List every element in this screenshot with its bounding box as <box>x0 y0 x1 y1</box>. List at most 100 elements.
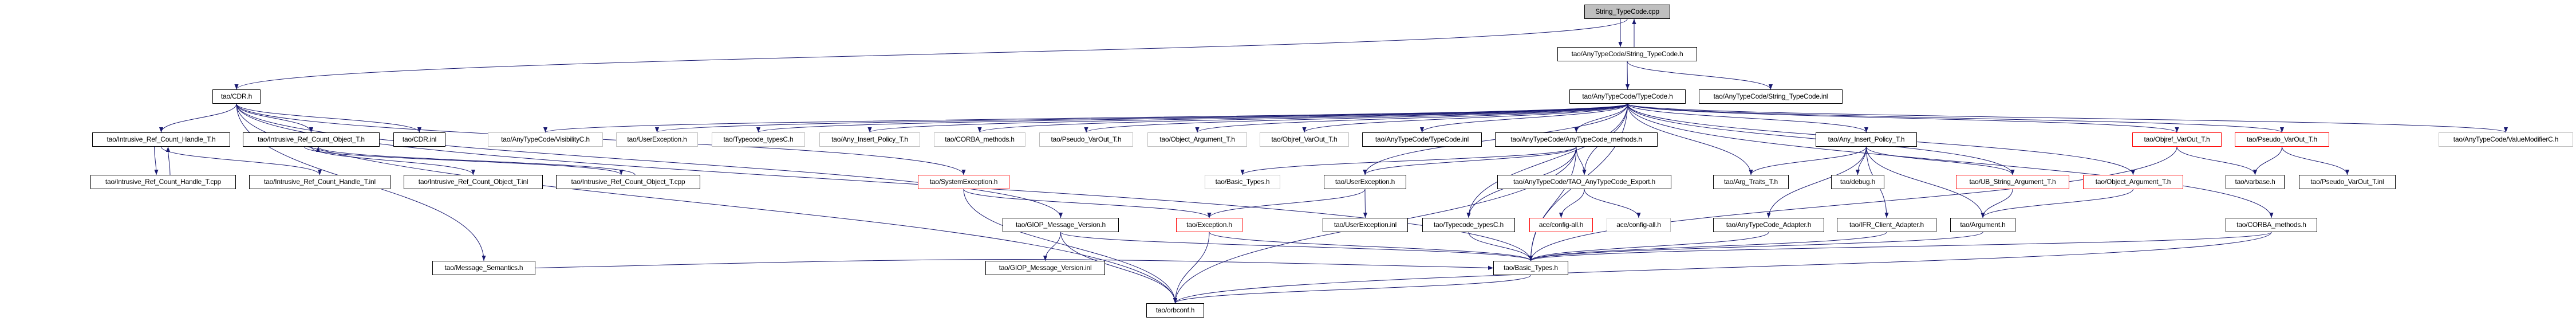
file-node-tao-anytypecode-visibilityc-h: tao/AnyTypeCode/VisibilityC.h <box>488 132 603 147</box>
file-node-tao-intrusive-ref-count-handle-t-cpp[interactable]: tao/Intrusive_Ref_Count_Handle_T.cpp <box>90 175 236 189</box>
file-node-tao-ifr-client-adapter-h[interactable]: tao/IFR_Client_Adapter.h <box>1837 218 1936 232</box>
file-node-tao-debug-h[interactable]: tao/debug.h <box>1831 175 1884 189</box>
root-file-node: String_TypeCode.cpp <box>1584 5 1670 19</box>
file-node-tao-any-insert-policy-t-h: tao/Any_Insert_Policy_T.h <box>819 132 920 147</box>
file-node-tao-cdr-h[interactable]: tao/CDR.h <box>212 89 261 104</box>
file-node-tao-giop-message-version-h[interactable]: tao/GIOP_Message_Version.h <box>1003 218 1119 232</box>
edge-stc_h-to-tc_h <box>1625 61 1630 90</box>
edge-tct-to-bt <box>1468 232 1533 261</box>
edge-ifr-to-bt <box>1529 232 1887 261</box>
file-node-tao-anytypecode-valuemodifierc-h: tao/AnyTypeCode/ValueModifierC.h <box>2439 132 2573 147</box>
edge-ue-to-exc <box>1207 189 1366 218</box>
file-node-tao-intrusive-ref-count-handle-t-h[interactable]: tao/Intrusive_Ref_Count_Handle_T.h <box>92 132 230 147</box>
file-node-tao-anytypecode-typecode-inl[interactable]: tao/AnyTypeCode/TypeCode.inl <box>1362 132 1482 147</box>
edge-atm-to-bt_g <box>1240 146 1577 175</box>
file-node-tao-any-insert-policy-t-h[interactable]: tao/Any_Insert_Policy_T.h <box>1816 132 1917 147</box>
file-node-tao-pseudo-varout-t-inl[interactable]: tao/Pseudo_VarOut_T.inl <box>2299 175 2396 189</box>
edge-aip-to-dbg <box>1855 146 1867 175</box>
edge-giop-to-giop_inl <box>1043 232 1061 261</box>
edge-tc_h-to-cm <box>1627 103 2274 218</box>
edge-cm-to-bt <box>1529 232 2272 261</box>
edge-cm-to-oc <box>1173 232 2272 304</box>
edge-atm-to-ue <box>1363 146 1577 175</box>
edge-pvo_r-to-vb <box>2252 146 2282 175</box>
edge-exp-to-cfg_g <box>1584 189 1641 218</box>
edge-tc_h-to-tc_inl <box>1420 103 1628 133</box>
file-node-tao-argument-h[interactable]: tao/Argument.h <box>1950 218 2015 232</box>
file-node-tao-corba-methods-h[interactable]: tao/CORBA_methods.h <box>2226 218 2317 232</box>
file-node-tao-objref-varout-t-h[interactable]: tao/Objref_VarOut_T.h <box>2132 132 2222 147</box>
file-node-ace-config-all-h: ace/config-all.h <box>1607 218 1671 232</box>
file-node-tao-systemexception-h[interactable]: tao/SystemException.h <box>918 175 1009 189</box>
file-node-ace-config-all-h[interactable]: ace/config-all.h <box>1529 218 1593 232</box>
file-node-tao-corba-methods-h: tao/CORBA_methods.h <box>934 132 1025 147</box>
edge-stc_h-to-stc_inl <box>1627 61 1773 90</box>
edge-irch_h-to-irch_cpp <box>154 146 159 175</box>
edge-ovo_r-to-vb <box>2176 146 2258 175</box>
edge-cdr_h-to-cdr_inl <box>236 103 421 133</box>
edge-exc-to-oc <box>1173 232 1210 304</box>
file-node-tao-giop-message-version-inl[interactable]: tao/GIOP_Message_Version.inl <box>985 261 1105 275</box>
edge-tc_h-to-pvo_r <box>1627 103 2284 133</box>
file-node-tao-anytypecode-string-typecode-inl[interactable]: tao/AnyTypeCode/String_TypeCode.inl <box>1699 89 1843 104</box>
file-node-tao-anytypecode-tao-anytypecode-export-h[interactable]: tao/AnyTypeCode/TAO_AnyTypeCode_Export.h <box>1497 175 1671 189</box>
edge-giop-to-bt <box>1060 232 1533 261</box>
edge-tc_h-to-vm <box>1627 103 2508 133</box>
file-node-tao-anytypecode-adapter-h[interactable]: tao/AnyTypeCode_Adapter.h <box>1713 218 1824 232</box>
edge-irco_h-to-irco_inl <box>311 146 475 175</box>
file-node-tao-pseudo-varout-t-h[interactable]: tao/Pseudo_VarOut_T.h <box>2235 132 2329 147</box>
edge-atm-to-bt <box>1528 146 1577 261</box>
file-node-tao-anytypecode-typecode-h[interactable]: tao/AnyTypeCode/TypeCode.h <box>1569 89 1686 104</box>
edge-tc_h-to-aip_g <box>867 103 1628 133</box>
edge-tc_h-to-oa_g <box>1195 103 1628 133</box>
edge-tc_h-to-ovo_g <box>1302 103 1628 133</box>
edge-aip-to-arg <box>1866 146 1985 218</box>
edge-giop-to-oc <box>1060 232 1178 304</box>
file-node-tao-ub-string-argument-t-h[interactable]: tao/UB_String_Argument_T.h <box>1956 175 2069 189</box>
file-node-tao-pseudo-varout-t-h: tao/Pseudo_VarOut_T.h <box>1039 132 1133 147</box>
file-node-tao-userexception-h[interactable]: tao/UserException.h <box>1324 175 1406 189</box>
edge-tc_h-to-atm <box>1574 103 1628 133</box>
file-node-tao-message-semantics-h[interactable]: tao/Message_Semantics.h <box>432 261 535 275</box>
file-node-tao-userexception-inl[interactable]: tao/UserException.inl <box>1323 218 1408 232</box>
edge-tc_h-to-pvo_g <box>1084 103 1628 133</box>
edge-se-to-oc <box>963 189 1178 304</box>
edge-cdr_h-to-giop <box>236 103 1063 218</box>
file-node-tao-orbconf-h[interactable]: tao/orbconf.h <box>1146 303 1204 318</box>
file-node-tao-object-argument-t-h[interactable]: tao/Object_Argument_T.h <box>2083 175 2183 189</box>
edge-irch_h-to-irch_inl <box>161 146 322 175</box>
edge-exp-to-cfg_r <box>1559 189 1585 218</box>
edge-tc_h-to-tct <box>1466 103 1628 218</box>
file-node-tao-objref-varout-t-h: tao/Objref_VarOut_T.h <box>1260 132 1349 147</box>
edge-pvo_r-to-pvo_inl <box>2282 146 2350 175</box>
edge-exc-to-bt <box>1209 232 1533 261</box>
edge-aip-to-ata <box>1766 146 1867 218</box>
edge-cdr_h-to-irch_h <box>159 103 237 133</box>
edge-bt-to-oc <box>1173 275 1531 304</box>
edge-tc_h-to-at <box>1627 103 1753 175</box>
edge-aip-to-ub <box>1866 146 2015 175</box>
edge-tc_h-to-ovo_r <box>1627 103 2179 133</box>
file-node-tao-basic-types-h: tao/Basic_Types.h <box>1205 175 1280 189</box>
file-node-tao-userexception-h: tao/UserException.h <box>616 132 698 147</box>
edge-irch_cpp-to-irch_h <box>165 146 171 175</box>
edge-ue-to-ue_inl <box>1363 189 1368 218</box>
edge-irco_cpp-to-irco_h <box>316 146 636 175</box>
file-node-tao-intrusive-ref-count-object-t-h[interactable]: tao/Intrusive_Ref_Count_Object_T.h <box>243 132 380 147</box>
file-node-tao-typecode-typesc-h[interactable]: tao/Typecode_typesC.h <box>1422 218 1515 232</box>
file-node-tao-arg-traits-t-h[interactable]: tao/Arg_Traits_T.h <box>1713 175 1789 189</box>
file-node-tao-anytypecode-anytypecode-methods-h[interactable]: tao/AnyTypeCode/AnyTypeCode_methods.h <box>1495 132 1658 147</box>
file-node-tao-varbase-h[interactable]: tao/varbase.h <box>2226 175 2285 189</box>
file-node-tao-cdr-inl[interactable]: tao/CDR.inl <box>393 132 445 147</box>
file-node-tao-intrusive-ref-count-handle-t-inl[interactable]: tao/Intrusive_Ref_Count_Handle_T.inl <box>249 175 390 189</box>
file-node-tao-intrusive-ref-count-object-t-cpp[interactable]: tao/Intrusive_Ref_Count_Object_T.cpp <box>556 175 700 189</box>
file-node-tao-intrusive-ref-count-object-t-inl[interactable]: tao/Intrusive_Ref_Count_Object_T.inl <box>404 175 543 189</box>
edge-ata-to-bt <box>1529 232 1769 261</box>
file-node-tao-basic-types-h[interactable]: tao/Basic_Types.h <box>1493 261 1568 275</box>
file-node-tao-anytypecode-string-typecode-h[interactable]: tao/AnyTypeCode/String_TypeCode.h <box>1557 47 1697 61</box>
file-node-tao-exception-h[interactable]: tao/Exception.h <box>1176 218 1242 232</box>
edge-ms-to-bt <box>535 259 1494 270</box>
edge-tc_h-to-cm_g <box>977 103 1628 133</box>
edge-ub-to-arg <box>1981 189 2013 218</box>
